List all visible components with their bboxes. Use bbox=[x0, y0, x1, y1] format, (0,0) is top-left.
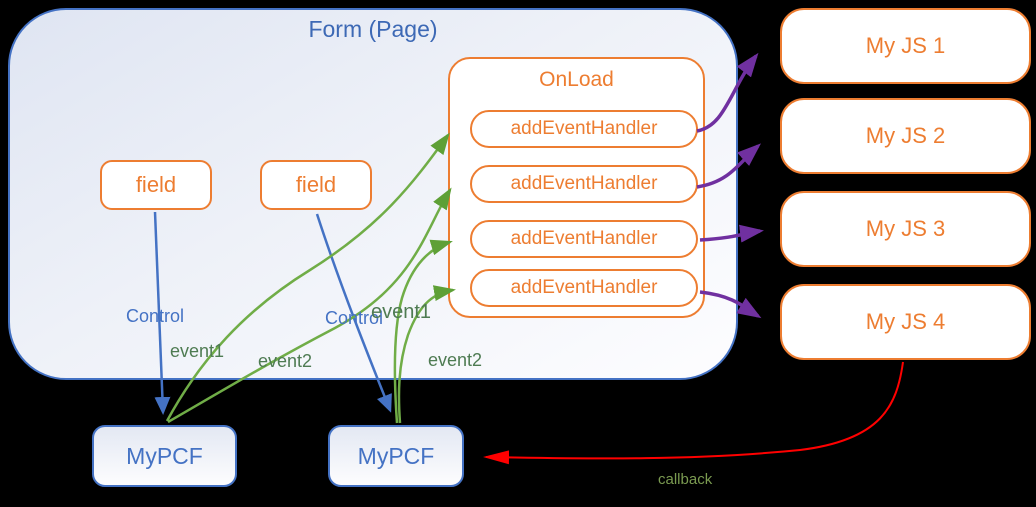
myjs-box-4: My JS 4 bbox=[780, 284, 1031, 360]
add-event-handler-2-label: addEventHandler bbox=[510, 173, 658, 194]
add-event-handler-1: addEventHandler bbox=[470, 110, 698, 148]
myjs-2-label: My JS 2 bbox=[865, 123, 946, 148]
add-event-handler-2: addEventHandler bbox=[470, 165, 698, 203]
myjs-3-label: My JS 3 bbox=[865, 216, 946, 241]
event1-label-2: event1 bbox=[371, 301, 432, 323]
field-1-label: field bbox=[135, 172, 177, 197]
myjs-box-2: My JS 2 bbox=[780, 98, 1031, 174]
callback-label: callback bbox=[658, 471, 713, 488]
mypcf-box-1: MyPCF bbox=[92, 425, 237, 487]
add-event-handler-3-label: addEventHandler bbox=[510, 228, 658, 249]
myjs-box-3: My JS 3 bbox=[780, 191, 1031, 267]
event2-label-2: event2 bbox=[428, 350, 483, 370]
form-page-title: Form (Page) bbox=[308, 16, 438, 42]
event1-label-1: event1 bbox=[170, 341, 225, 361]
field-box-2: field bbox=[260, 160, 372, 210]
event2-label-1: event2 bbox=[258, 351, 313, 371]
myjs-box-1: My JS 1 bbox=[780, 8, 1031, 84]
add-event-handler-4-label: addEventHandler bbox=[510, 277, 658, 298]
add-event-handler-4: addEventHandler bbox=[470, 269, 698, 307]
field-box-1: field bbox=[100, 160, 212, 210]
myjs-1-label: My JS 1 bbox=[865, 33, 946, 58]
onload-title: OnLoad bbox=[539, 68, 614, 91]
add-event-handler-1-label: addEventHandler bbox=[510, 118, 658, 139]
control-label-1: Control bbox=[126, 306, 185, 326]
mypcf-2-label: MyPCF bbox=[357, 442, 435, 469]
myjs-4-label: My JS 4 bbox=[865, 309, 946, 334]
field-2-label: field bbox=[295, 172, 337, 197]
add-event-handler-3: addEventHandler bbox=[470, 220, 698, 258]
mypcf-1-label: MyPCF bbox=[126, 442, 203, 469]
mypcf-box-2: MyPCF bbox=[328, 425, 464, 487]
